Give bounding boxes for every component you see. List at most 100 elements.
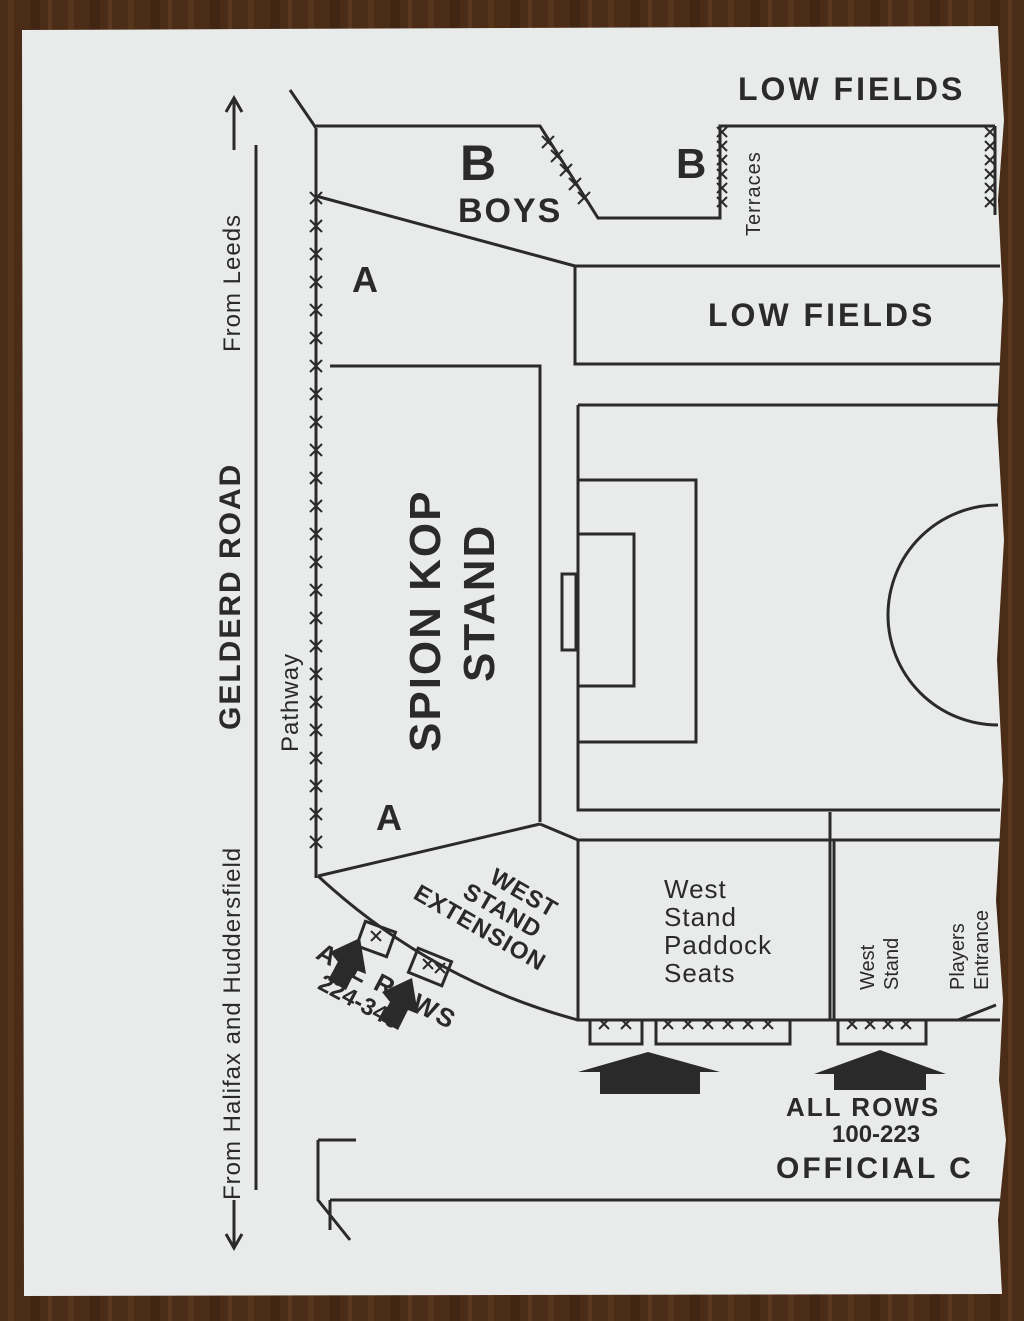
turnstile-cross-icon xyxy=(716,182,728,194)
turnstile-cross-icon xyxy=(309,247,323,261)
turnstile-cross-icon xyxy=(541,135,555,149)
turnstile-cross-icon xyxy=(309,583,323,597)
turnstile-cross-icon xyxy=(309,807,323,821)
turnstile-cross-icon xyxy=(984,154,996,166)
turnstile-cross-icon xyxy=(370,930,382,942)
extension-join xyxy=(539,822,579,842)
west-stand-line2: Stand xyxy=(881,938,903,990)
turnstile-cross-icon xyxy=(309,499,323,513)
turnstile-crosses xyxy=(309,126,996,1030)
turnstile-cross-icon xyxy=(309,835,323,849)
bottom-road xyxy=(328,1198,1000,1230)
road-name: GELDERD ROAD xyxy=(214,463,247,730)
goal-area xyxy=(576,532,636,688)
turnstile-cross-icon xyxy=(984,196,996,208)
turnstile-cross-icon xyxy=(984,140,996,152)
b-boys-letter: B xyxy=(460,135,496,191)
turnstile-cross-icon xyxy=(309,779,323,793)
turnstile-cross-icon xyxy=(577,191,591,205)
official-label: OFFICIAL C xyxy=(776,1152,974,1185)
north-boundary xyxy=(316,124,995,220)
bottom-road-left xyxy=(316,1140,352,1241)
turnstile-cross-icon xyxy=(309,303,323,317)
turnstile-cross-icon xyxy=(716,196,728,208)
paddock-line2: Stand xyxy=(664,902,737,932)
turnstile-cross-icon xyxy=(309,751,323,765)
a-lower-label: A xyxy=(376,797,402,838)
turnstile-cross-icon xyxy=(662,1018,674,1030)
turnstile-cross-icon xyxy=(309,387,323,401)
terraces-label: Terraces xyxy=(743,151,765,236)
b-terraces-letter: B xyxy=(676,140,706,187)
paddock-line3: Paddock xyxy=(664,930,772,960)
corner-line xyxy=(288,89,318,129)
players-line1: Players xyxy=(947,923,969,990)
turnstile-cross-icon xyxy=(716,126,728,138)
diagonal-path xyxy=(315,194,576,268)
turnstile-cross-icon xyxy=(984,168,996,180)
boys-label: BOYS xyxy=(458,192,562,230)
west-stand-line1: West xyxy=(857,944,879,990)
turnstile-cross-icon xyxy=(984,182,996,194)
turnstile-cross-icon xyxy=(309,443,323,457)
turnstile-cross-icon xyxy=(882,1018,894,1030)
road-arrows xyxy=(224,94,244,1252)
west-rows-line1: ALL ROWS xyxy=(786,1092,940,1122)
turnstile-cross-icon xyxy=(422,958,434,970)
paddock-line1: West xyxy=(664,874,727,904)
turnstile-box-1 xyxy=(588,1018,644,1046)
extension-top xyxy=(317,822,541,878)
spion-kop-label-line2: STAND xyxy=(455,524,504,682)
turnstile-cross-icon xyxy=(309,667,323,681)
goal-icon xyxy=(560,572,578,652)
entrance-arrow-icon xyxy=(328,938,366,990)
turnstile-cross-icon xyxy=(309,275,323,289)
spion-kop-label-line1: SPION KOP xyxy=(401,490,450,753)
entrance-arrow-icon xyxy=(380,978,418,1030)
turnstile-cross-icon xyxy=(716,154,728,166)
turnstile-cross-icon xyxy=(742,1018,754,1030)
low-fields-top-label: LOW FIELDS xyxy=(738,71,965,107)
players-line xyxy=(957,1003,997,1022)
west-rows-line2: 100-223 xyxy=(832,1121,920,1148)
extension-arc xyxy=(316,874,579,1022)
map-lines xyxy=(254,89,1000,1241)
pathway-label: Pathway xyxy=(277,653,304,752)
turnstile-cross-icon xyxy=(550,149,564,163)
turnstile-cross-icon xyxy=(620,1018,632,1030)
turnstile-cross-icon xyxy=(682,1018,694,1030)
turnstile-cross-icon xyxy=(309,695,323,709)
a-upper-label: A xyxy=(352,259,378,300)
road-from-north: From Leeds xyxy=(219,214,246,352)
entrance-arrow-icon xyxy=(814,1050,946,1090)
turnstile-cross-icon xyxy=(309,191,323,205)
turnstile-cross-icon xyxy=(309,611,323,625)
turnstile-cross-icon xyxy=(716,140,728,152)
turnstile-cross-icon xyxy=(559,163,573,177)
paddock-line4: Seats xyxy=(664,958,736,988)
turnstile-cross-icon xyxy=(309,639,323,653)
low-fields-mid-label: LOW FIELDS xyxy=(708,297,935,333)
ticket-paper xyxy=(22,26,1006,1296)
arrow-down-head-icon xyxy=(224,1233,244,1252)
low-fields-box xyxy=(573,264,1000,366)
turnstile-cross-icon xyxy=(846,1018,858,1030)
turnstile-box-5 xyxy=(406,946,454,988)
entrance-arrows xyxy=(328,938,946,1094)
turnstile-cross-icon xyxy=(309,219,323,233)
turnstile-cross-icon xyxy=(722,1018,734,1030)
turnstile-cross-icon xyxy=(309,359,323,373)
turnstile-cross-icon xyxy=(309,723,323,737)
turnstile-cross-icon xyxy=(900,1018,912,1030)
turnstile-cross-icon xyxy=(702,1018,714,1030)
turnstile-box-3 xyxy=(836,1018,928,1046)
turnstile-cross-icon xyxy=(309,555,323,569)
west-stand-blocks xyxy=(576,812,1000,1022)
players-line2: Entrance xyxy=(971,910,993,990)
turnstile-cross-icon xyxy=(864,1018,876,1030)
turnstile-cross-icon xyxy=(309,527,323,541)
turnstile-cross-icon xyxy=(716,168,728,180)
turnstile-cross-icon xyxy=(762,1018,774,1030)
turnstile-cross-icon xyxy=(309,415,323,429)
